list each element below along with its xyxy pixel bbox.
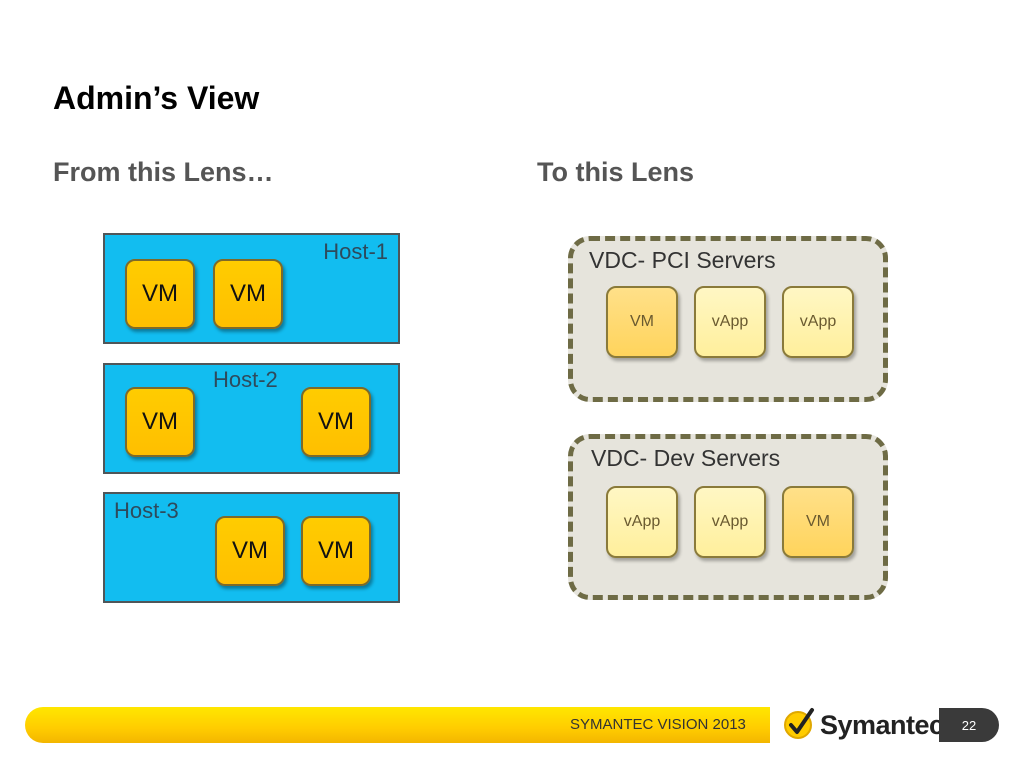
- host-2-label: Host-2: [213, 367, 278, 392]
- right-heading: To this Lens: [537, 157, 695, 187]
- host-2-box: Host-2 VM VM: [103, 363, 400, 474]
- vdc-pci-container: VDC- PCI Servers VM vApp vApp: [568, 236, 888, 402]
- footer-bar: [25, 707, 770, 743]
- host-3-box: Host-3 VM VM: [103, 492, 400, 603]
- host-3-label: Host-3: [114, 498, 179, 523]
- page-number: 22: [939, 708, 999, 742]
- host-3-vm-1: VM: [215, 516, 285, 586]
- slide-title: Admin’s View: [53, 80, 260, 116]
- vdc-dev-item-3: VM: [782, 486, 854, 558]
- host-3-vm-2: VM: [301, 516, 371, 586]
- host-1-vm-2: VM: [213, 259, 283, 329]
- symantec-logo: Symantec ™: [782, 706, 953, 745]
- vdc-pci-item-1: VM: [606, 286, 678, 358]
- left-heading: From this Lens…: [53, 157, 274, 187]
- host-1-label: Host-1: [323, 239, 388, 264]
- vdc-dev-label: VDC- Dev Servers: [591, 445, 781, 471]
- host-1-box: Host-1 VM VM: [103, 233, 400, 344]
- check-circle-icon: [782, 706, 816, 745]
- logo-wordmark: Symantec: [820, 709, 944, 740]
- footer-event-text: SYMANTEC VISION 2013: [570, 716, 746, 733]
- vdc-pci-item-2: vApp: [694, 286, 766, 358]
- vdc-pci-label: VDC- PCI Servers: [589, 247, 776, 273]
- vdc-dev-item-1: vApp: [606, 486, 678, 558]
- vdc-pci-item-3: vApp: [782, 286, 854, 358]
- host-2-vm-2: VM: [301, 387, 371, 457]
- vdc-dev-container: VDC- Dev Servers vApp vApp VM: [568, 434, 888, 600]
- host-1-vm-1: VM: [125, 259, 195, 329]
- vdc-dev-item-2: vApp: [694, 486, 766, 558]
- host-2-vm-1: VM: [125, 387, 195, 457]
